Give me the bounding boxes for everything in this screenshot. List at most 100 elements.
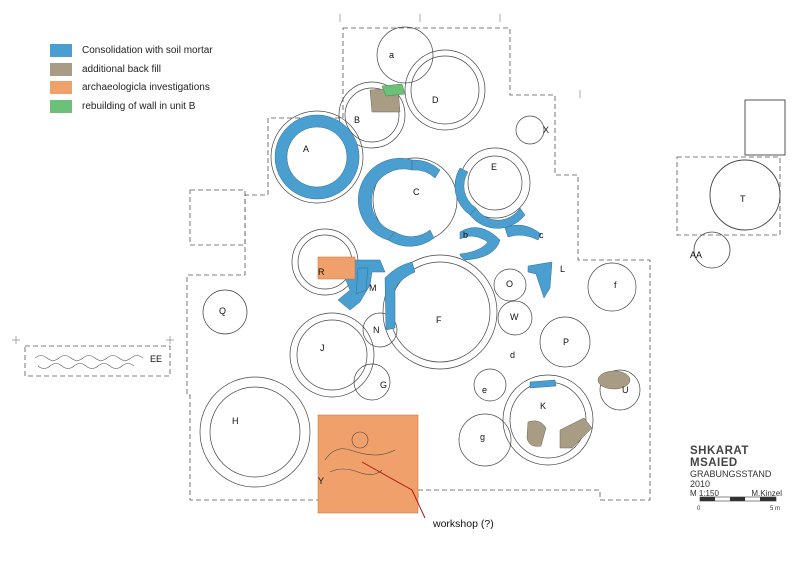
unit-label-b-lower: b <box>463 230 468 240</box>
unit-label-e-lower: e <box>482 385 487 395</box>
consolidation-room-m-inner <box>355 267 369 295</box>
room-d-wall <box>410 55 480 125</box>
room-j-wall <box>296 319 368 391</box>
unit-label-g-lower: g <box>480 432 485 442</box>
grid-marks <box>12 14 581 344</box>
plan-scale: M 1:150 <box>690 489 719 498</box>
unit-label-m: M <box>369 283 377 293</box>
room-walls <box>199 26 641 488</box>
room-a-big-wall-outer <box>270 110 364 204</box>
title-block: SHKARAT MSAIED GRABUNGSSTAND 2010 M 1:15… <box>690 445 782 498</box>
consolidation-room-l <box>527 261 553 299</box>
consolidation-wall-c <box>504 224 542 241</box>
structure-ee-stones <box>34 355 144 369</box>
consolidation-room-e <box>454 167 477 216</box>
unit-label-j: J <box>320 343 325 353</box>
consolidation-room-f <box>384 261 416 331</box>
unit-label-a: a <box>389 50 394 60</box>
workshop-callout: workshop (?) <box>433 518 494 530</box>
scale-bar-end: 5 m <box>770 506 780 512</box>
plan-author: M.Kinzel <box>751 489 782 498</box>
unit-label-aa: AA <box>690 250 702 260</box>
room-g-wall <box>353 363 391 401</box>
legend-label-backfill: additional back fill <box>82 63 161 75</box>
legend-label-consolidation: Consolidation with soil mortar <box>82 45 213 56</box>
room-k-wall <box>509 381 587 459</box>
unit-label-c: C <box>413 187 420 197</box>
unit-labels: a B C D X A E b c R L M O f Q N F W J P … <box>150 50 746 486</box>
unit-label-k: K <box>540 401 546 411</box>
trench-outline-ee <box>24 345 171 377</box>
room-j-wall-outer <box>289 312 375 398</box>
room-e-wall <box>467 155 523 211</box>
room-q-wall <box>202 289 248 335</box>
legend-item-consolidation: Consolidation with soil mortar <box>50 42 213 59</box>
unit-label-ee: EE <box>150 354 162 364</box>
consolidation-room-c-bottom <box>387 229 435 247</box>
room-k-wall-outer <box>502 374 594 466</box>
backfill-room-k-right <box>559 417 593 449</box>
consolidation-wall-k <box>529 379 557 389</box>
room-o-wall <box>493 268 527 302</box>
unit-label-d-lower: d <box>510 350 515 360</box>
unit-label-w: W <box>510 312 519 322</box>
backfill-areas <box>369 87 631 449</box>
room-x-area <box>515 115 545 145</box>
unit-label-n: N <box>373 325 380 335</box>
unit-label-r: R <box>318 267 325 277</box>
legend-swatch-rebuilding <box>50 99 72 113</box>
unit-label-y: Y <box>318 476 324 486</box>
room-g-small-wall <box>458 413 512 467</box>
legend-swatch-consolidation <box>50 44 72 57</box>
investigation-room-r <box>317 256 356 280</box>
consolidation-areas <box>274 114 557 389</box>
unit-label-b-upper: B <box>354 115 360 125</box>
room-f-small-wall <box>587 262 637 312</box>
backfill-room-u <box>597 370 631 390</box>
room-t-wall <box>709 159 781 231</box>
backfill-room-k-left <box>526 420 547 447</box>
rebuilding-unit-b <box>381 83 406 97</box>
room-u-wall <box>599 369 641 411</box>
consolidation-room-a <box>274 114 360 200</box>
room-a-wall <box>376 26 434 84</box>
unit-label-d: D <box>432 95 439 105</box>
unit-label-f-lower: f <box>614 280 617 290</box>
room-d-wall-outer <box>404 49 486 131</box>
unit-label-q: Q <box>219 306 226 316</box>
structure-t-tower <box>744 99 786 156</box>
callout-leader <box>361 461 426 519</box>
room-h-wall-outer <box>199 376 311 488</box>
unit-label-h: H <box>232 416 239 426</box>
trench-outline-t <box>676 156 781 236</box>
unit-label-t: T <box>740 194 746 204</box>
investigation-workshop <box>317 414 419 514</box>
legend-item-backfill: additional back fill <box>50 61 213 78</box>
legend: Consolidation with soil mortar additiona… <box>50 42 213 116</box>
plan-subtitle: GRABUNGSSTAND 2010 <box>690 469 772 489</box>
trench-outline-small <box>189 189 246 246</box>
room-b-wall <box>344 87 400 143</box>
consolidation-wall-b <box>459 227 501 261</box>
consolidation-room-c-top <box>411 159 441 179</box>
structure-t <box>676 99 786 269</box>
unit-label-x: X <box>543 125 549 135</box>
room-b-wall-outer <box>338 81 406 149</box>
legend-label-investigation: archaeologicla investigations <box>82 82 210 94</box>
unit-label-p: P <box>563 337 569 347</box>
unit-label-a-upper: A <box>303 144 309 154</box>
room-w-wall <box>497 300 533 336</box>
scale-bar: 0 5 m <box>697 496 780 512</box>
unit-label-g-upper: G <box>380 380 387 390</box>
consolidation-room-c <box>357 158 413 241</box>
workshop-detail <box>324 431 396 475</box>
unit-label-c-lower: c <box>539 230 544 240</box>
room-n-wall <box>362 312 398 348</box>
room-h-wall <box>209 386 301 478</box>
legend-item-investigation: archaeologicla investigations <box>50 79 213 96</box>
room-p-wall <box>539 316 591 368</box>
unit-label-e-upper: E <box>491 162 497 172</box>
room-f-wall-outer <box>382 254 498 370</box>
legend-swatch-backfill <box>50 62 72 76</box>
